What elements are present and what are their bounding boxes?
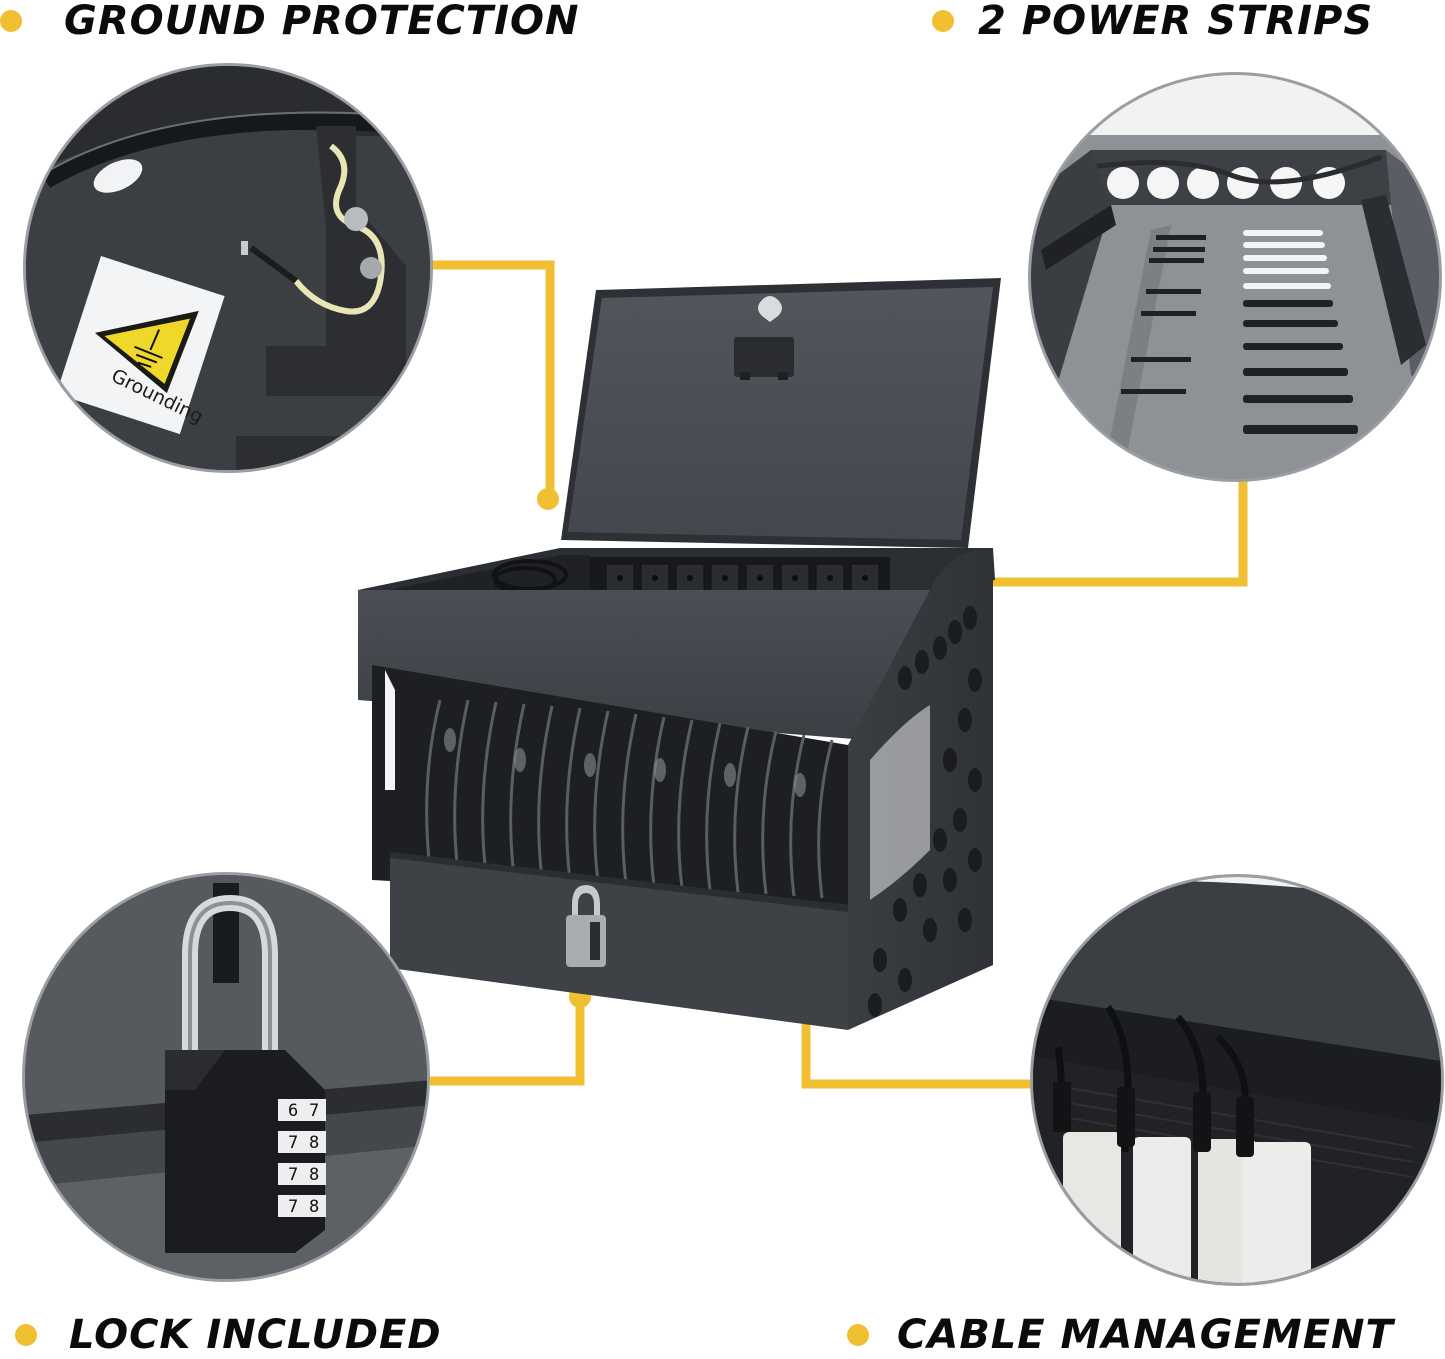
dial-2-left: 7 [288, 1133, 298, 1153]
connector-cable [801, 762, 1035, 1089]
feature-label-cable-management: CABLE MANAGEMENT [847, 1312, 1394, 1358]
feature-title: CABLE MANAGEMENT [897, 1312, 1394, 1358]
connector-power [940, 478, 1248, 587]
detail-circle-power-strips [1028, 72, 1442, 482]
feature-label-power-strips: 2 POWER STRIPS [932, 0, 1373, 44]
padlock-dials: 6 7 7 8 7 8 7 8 [278, 1099, 326, 1217]
feature-title: LOCK INCLUDED [69, 1312, 442, 1358]
feature-label-ground-protection: GROUND PROTECTION [0, 0, 579, 44]
dial-2-right: 8 [309, 1133, 319, 1153]
feature-label-lock-included: LOCK INCLUDED [15, 1312, 442, 1358]
bullet-dot-icon [847, 1324, 869, 1346]
detail-circle-cable-management [1030, 874, 1444, 1286]
connector-endpoint-dot [569, 986, 591, 1008]
dial-4-left: 7 [288, 1197, 298, 1217]
feature-title: 2 POWER STRIPS [978, 0, 1374, 44]
connector-endpoint-dot [795, 752, 817, 774]
dial-1-right: 7 [309, 1101, 319, 1121]
dial-3-left: 7 [288, 1165, 298, 1185]
detail-circle-ground-protection: Grounding [23, 63, 433, 473]
dial-3-right: 8 [309, 1165, 319, 1185]
dial-1-left: 6 [288, 1101, 298, 1121]
bullet-dot-icon [15, 1324, 37, 1346]
connector-lock [430, 998, 585, 1086]
feature-title: GROUND PROTECTION [64, 0, 580, 44]
connector-endpoint-dot [925, 570, 949, 594]
detail-circle-lock-included: 6 7 7 8 7 8 7 8 [22, 872, 430, 1282]
connector-endpoint-dot [537, 488, 559, 510]
bullet-dot-icon [932, 10, 954, 32]
bullet-dot-icon [0, 10, 22, 32]
connector-ground [428, 260, 555, 498]
dial-4-right: 8 [309, 1197, 319, 1217]
